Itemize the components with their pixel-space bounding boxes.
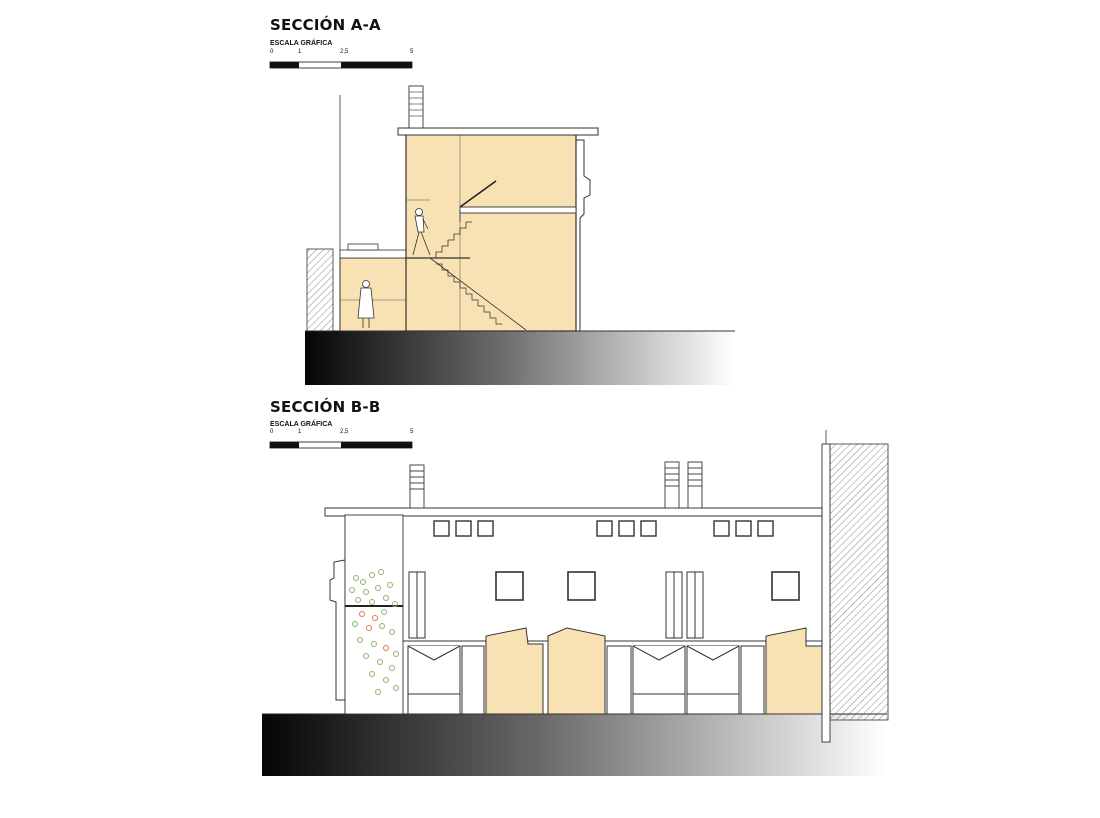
climbing-plant — [349, 569, 399, 695]
section-b-garage-bays — [407, 645, 765, 715]
section-a-ground — [305, 331, 735, 385]
section-b-upper-windows — [433, 520, 774, 537]
section-b-tick-0: 0 — [270, 429, 274, 435]
section-a-title: SECCIÓN A-A — [270, 16, 381, 34]
section-b-drawing — [262, 430, 889, 776]
section-b-chimney-3 — [687, 461, 703, 509]
section-a-stair — [430, 221, 472, 259]
section-a-chimney — [408, 85, 424, 129]
section-b-left-profile — [329, 515, 346, 714]
section-a-roof — [397, 127, 599, 136]
section-b-chimney-2 — [664, 461, 680, 509]
section-a-tick-2: 2,5 — [340, 49, 349, 55]
section-b-scale-label: ESCALA GRÁFICA — [270, 421, 333, 428]
section-b-tall-windows — [408, 571, 704, 639]
section-b-neighbour-wall — [829, 443, 889, 721]
section-a-retaining-wall — [306, 248, 334, 332]
section-b-tick-1: 1 — [298, 429, 302, 435]
section-b-roof — [324, 507, 823, 517]
section-b-middle-windows — [495, 571, 800, 601]
person-figure-upper — [412, 208, 431, 256]
section-b-entrance-volumes — [485, 627, 823, 715]
section-b-ground — [262, 714, 887, 776]
section-a-tick-0: 0 — [270, 49, 274, 55]
section-b-scale-bar — [269, 441, 413, 449]
section-a-right-facade — [576, 139, 591, 331]
section-a-drawing — [269, 61, 735, 385]
section-a-scale-label: ESCALA GRÁFICA — [270, 40, 333, 47]
section-b-title: SECCIÓN B-B — [270, 398, 381, 416]
section-b-tick-3: 5 — [410, 429, 414, 435]
section-b-tick-2: 2,5 — [340, 429, 349, 435]
section-a-lower-room — [339, 257, 407, 332]
person-figure-lower — [357, 280, 375, 328]
section-a-tick-3: 5 — [410, 49, 414, 55]
section-a-scale-bar — [269, 61, 413, 69]
section-a-tick-1: 1 — [298, 49, 302, 55]
section-a-main-volume — [405, 133, 577, 332]
section-b-chimney-1 — [409, 464, 425, 509]
